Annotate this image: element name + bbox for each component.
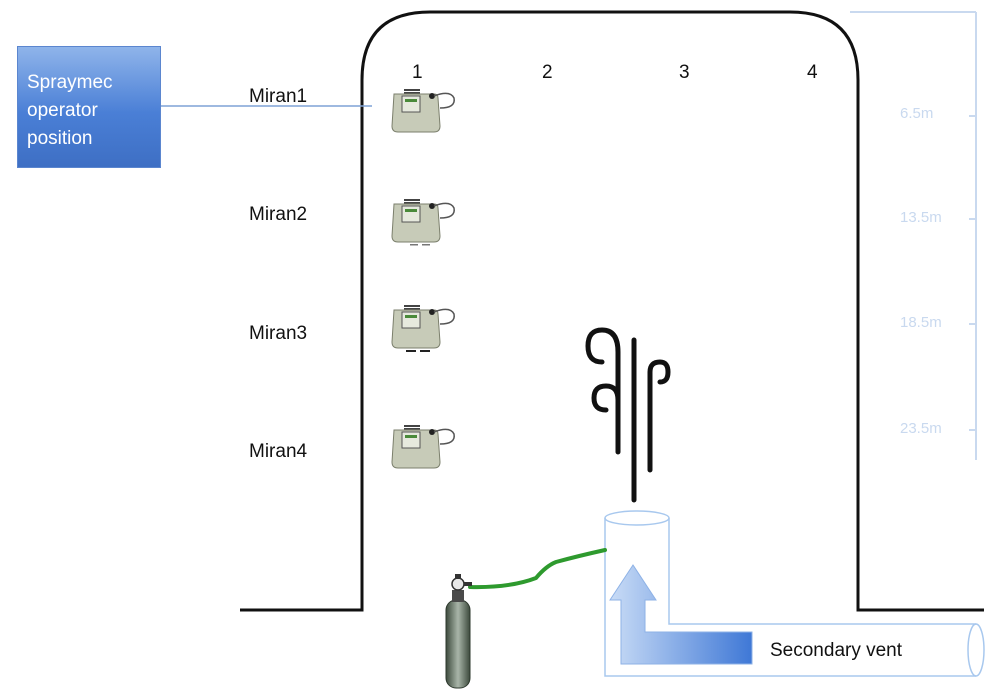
column-number-3: 3 xyxy=(679,62,690,83)
gas-plume-icon xyxy=(585,327,671,503)
miran-label-3: Miran3 xyxy=(249,323,308,344)
column-number-1: 1 xyxy=(412,62,423,83)
miran-label-1: Miran1 xyxy=(249,86,308,107)
column-number-4: 4 xyxy=(807,62,818,83)
secondary-vent-label: Secondary vent xyxy=(770,640,903,661)
tunnel-outline xyxy=(240,10,984,612)
flow-arrow xyxy=(609,564,753,665)
height-label-3: 18.5m xyxy=(900,314,942,331)
gas-hose xyxy=(468,548,607,590)
gas-cylinder-icon xyxy=(445,574,472,689)
miran-analyzer-icon xyxy=(391,89,455,133)
height-scale xyxy=(850,11,977,460)
operator-position-box: Spraymec operator position xyxy=(17,46,161,168)
secondary-vent-duct xyxy=(604,510,985,677)
operator-box-line-1: Spraymec xyxy=(27,72,113,93)
miran-analyzer-icon xyxy=(391,305,455,352)
miran-label-4: Miran4 xyxy=(249,441,308,462)
miran-analyzer-icon xyxy=(391,199,455,246)
height-label-4: 23.5m xyxy=(900,420,942,437)
operator-box-line-2: operator xyxy=(27,100,98,121)
miran-label-2: Miran2 xyxy=(249,204,308,225)
height-label-1: 6.5m xyxy=(900,105,934,122)
column-number-2: 2 xyxy=(542,62,553,83)
height-label-2: 13.5m xyxy=(900,209,942,226)
miran-analyzer-icon xyxy=(391,425,455,469)
operator-box-line-3: position xyxy=(27,128,93,149)
